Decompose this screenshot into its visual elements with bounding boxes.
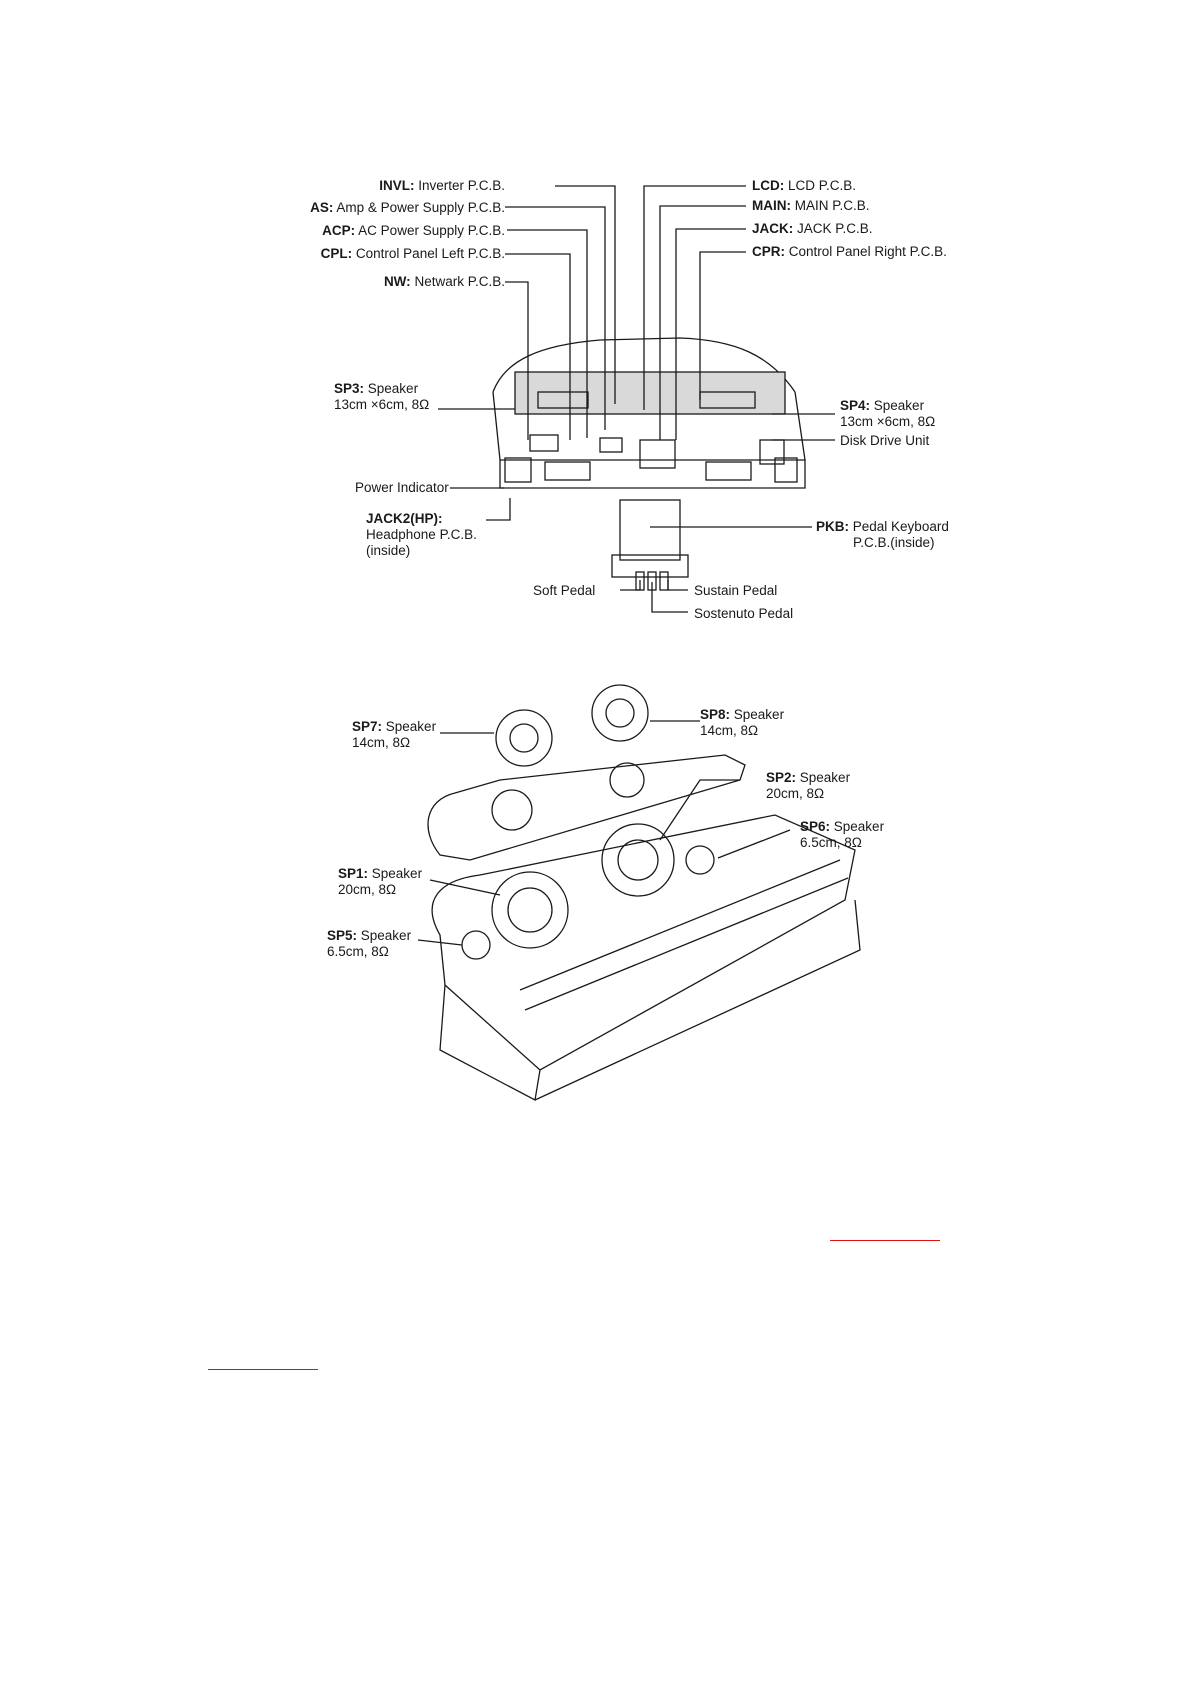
link-underline-prev[interactable]	[208, 1369, 318, 1370]
label-acp: ACP: AC Power Supply P.C.B.	[322, 223, 505, 238]
label-disk-drive: Disk Drive Unit	[840, 433, 930, 448]
label-lcd: LCD: LCD P.C.B.	[752, 178, 857, 193]
label-power-indicator: Power Indicator	[355, 480, 449, 495]
label-sostenuto-pedal: Sostenuto Pedal	[694, 606, 794, 621]
label-cpr: CPR: Control Panel Right P.C.B.	[752, 244, 947, 259]
label-sustain-pedal: Sustain Pedal	[694, 583, 778, 598]
label-invl: INVL: Inverter P.C.B.	[379, 178, 505, 193]
label-nw: NW: Netwark P.C.B.	[383, 274, 505, 289]
label-jack: JACK: JACK P.C.B.	[752, 221, 873, 236]
label-cpl: CPL: Control Panel Left P.C.B.	[320, 246, 505, 261]
label-as: AS: Amp & Power Supply P.C.B.	[310, 200, 505, 215]
link-underline-next[interactable]	[830, 1240, 940, 1241]
label-soft-pedal: Soft Pedal	[533, 583, 596, 598]
piano-speaker-diagram	[417, 684, 861, 1101]
label-jack2: JACK2(HP):Headphone P.C.B.(inside)	[366, 511, 477, 558]
piano-top-diagram	[438, 185, 835, 613]
label-main: MAIN: MAIN P.C.B.	[752, 198, 870, 213]
